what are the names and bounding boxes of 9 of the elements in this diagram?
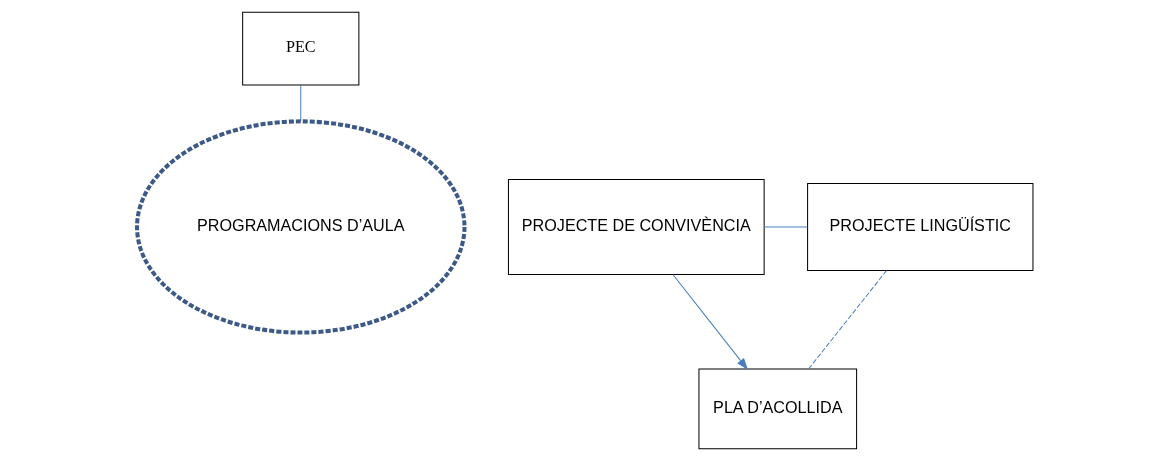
node-box: PROJECTE LINGÜÍSTIC	[807, 183, 1034, 271]
connector	[808, 270, 887, 370]
arrow	[672, 274, 749, 371]
node-ellipse: PROGRAMACIONS D’AULA	[135, 119, 467, 335]
node-box: PROJECTE DE CONVIVÈNCIA	[507, 178, 765, 275]
connector	[763, 226, 808, 228]
node-box: PLA D’ACOLLIDA	[698, 368, 858, 450]
connector	[300, 84, 302, 122]
node-box: PEC	[242, 11, 360, 86]
